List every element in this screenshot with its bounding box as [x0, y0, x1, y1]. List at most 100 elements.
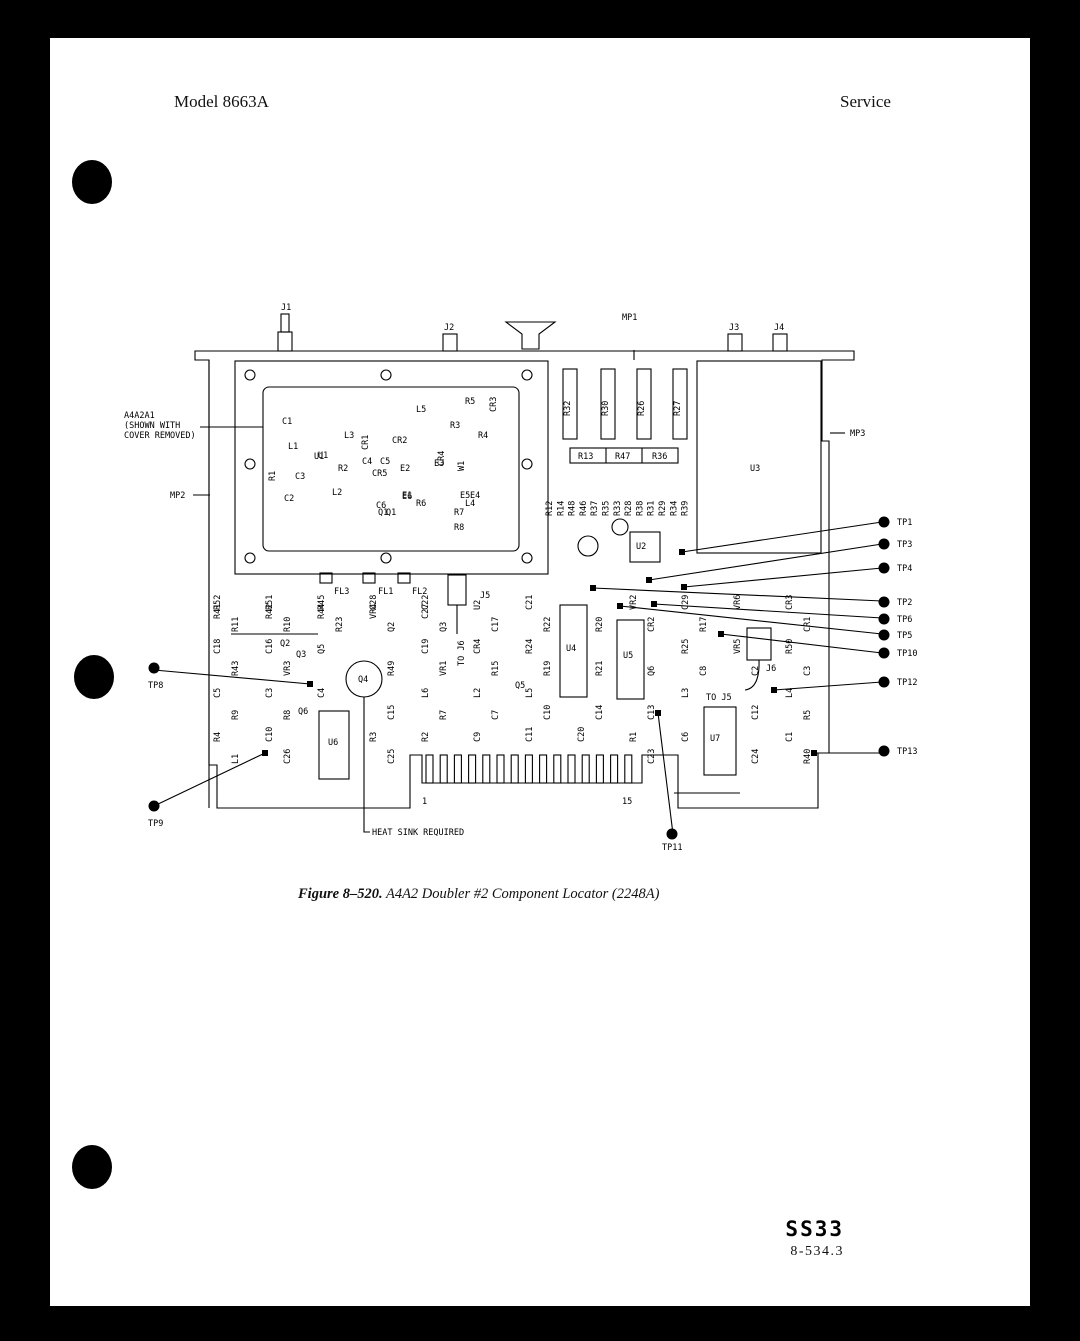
- transistor-label: Q3: [296, 650, 306, 660]
- transistor-label: Q5: [515, 681, 525, 691]
- component-label: R28: [624, 501, 634, 516]
- test-point-pad: [651, 601, 657, 607]
- component-label: R46: [579, 501, 589, 516]
- ic-label: U1: [314, 452, 324, 462]
- edge-connector-finger: [496, 754, 505, 784]
- component-label: R17: [699, 617, 709, 632]
- connector-label: J6: [766, 664, 776, 674]
- component-label: R51: [265, 595, 275, 610]
- component-label: R5: [803, 710, 813, 720]
- edge-connector-finger: [453, 754, 462, 784]
- resistor-label: R47: [615, 452, 630, 462]
- test-point-label: TP1: [897, 518, 912, 528]
- component-label: Q5: [317, 644, 327, 654]
- test-point-pad: [307, 681, 313, 687]
- component-label: CR2: [647, 617, 657, 632]
- component-label: VR2: [629, 595, 639, 610]
- resistor-label: R26: [637, 401, 647, 416]
- edge-connector-finger: [610, 754, 619, 784]
- edge-connector-finger: [567, 754, 576, 784]
- component-label: CR2: [392, 436, 407, 446]
- component-label: C20: [577, 727, 587, 742]
- component-label: R49: [387, 661, 397, 676]
- component-label: C2: [284, 494, 294, 504]
- component-label: R22: [543, 617, 553, 632]
- edge-pin-label: 15: [622, 797, 632, 807]
- resistor-label: R30: [601, 401, 611, 416]
- routing-note: TO J6: [457, 640, 467, 666]
- test-point-label: TP5: [897, 631, 912, 641]
- component-label: C3: [265, 688, 275, 698]
- edge-connector-finger: [439, 754, 448, 784]
- component-label: VR4: [369, 604, 379, 619]
- component-label: L4: [785, 688, 795, 698]
- test-point-pad: [771, 687, 777, 693]
- component-label: R25: [681, 639, 691, 654]
- edge-connector-finger: [468, 754, 477, 784]
- test-point-pad: [679, 549, 685, 555]
- test-point-label: TP4: [897, 564, 912, 574]
- component-label: Q2: [387, 622, 397, 632]
- test-point-pad: [590, 585, 596, 591]
- component-label: CR3: [489, 397, 499, 412]
- component-label: C6: [376, 501, 386, 511]
- component-label: CR4: [437, 451, 447, 466]
- component-label: R19: [543, 661, 553, 676]
- component-label: R24: [525, 639, 535, 654]
- transistor-label: Q1: [378, 508, 388, 518]
- component-label: C14: [595, 705, 605, 720]
- component-label: E6: [402, 492, 412, 502]
- component-label: R31: [647, 501, 657, 516]
- binder-hole: [72, 160, 112, 204]
- component-label: CR3: [785, 595, 795, 610]
- component-label: R4: [213, 732, 223, 742]
- ic-label: U6: [328, 738, 338, 748]
- transistor-label: Q4: [358, 675, 368, 685]
- test-point-label: TP11: [662, 843, 682, 853]
- connector-label: MP2: [170, 491, 185, 501]
- test-point-marker: [878, 745, 890, 757]
- heat-sink-note: HEAT SINK REQUIRED: [372, 828, 464, 838]
- component-label: R2: [421, 732, 431, 742]
- component-label: R39: [681, 501, 691, 516]
- component-label: L4: [465, 499, 475, 509]
- component-label: R10: [283, 617, 293, 632]
- test-point-pad: [811, 750, 817, 756]
- component-label: W1: [457, 461, 467, 471]
- component-label: R2: [338, 464, 348, 474]
- page-number: 8-534.3: [790, 1244, 844, 1259]
- component-label: R34: [669, 501, 679, 516]
- test-point-pad: [655, 710, 661, 716]
- component-label: CR1: [361, 435, 371, 450]
- component-label: C7: [491, 710, 501, 720]
- component-label: C8: [699, 666, 709, 676]
- component-label: C2: [751, 666, 761, 676]
- component-label: R21: [595, 661, 605, 676]
- assembly-note: COVER REMOVED): [124, 431, 196, 441]
- connector-label: MP3: [850, 429, 865, 439]
- component-label: C5: [380, 457, 390, 467]
- component-label: C5: [213, 688, 223, 698]
- component-label: VR3: [283, 661, 293, 676]
- edge-pin-label: 1: [422, 797, 427, 807]
- component-label: R8: [454, 523, 464, 533]
- test-point-marker: [878, 562, 890, 574]
- edge-connector-finger: [510, 754, 519, 784]
- edge-connector-finger: [425, 754, 434, 784]
- test-point-marker: [148, 800, 160, 812]
- component-label: C27: [421, 604, 431, 619]
- connector-label: J5: [480, 591, 490, 601]
- edge-connector-finger: [581, 754, 590, 784]
- component-label: C4: [362, 457, 372, 467]
- component-label: C29: [681, 595, 691, 610]
- component-label: C3: [803, 666, 813, 676]
- resistor-label: R27: [673, 401, 683, 416]
- component-label: C11: [525, 727, 535, 742]
- component-label: R11: [231, 617, 241, 632]
- component-label: R38: [635, 501, 645, 516]
- test-point-marker: [148, 662, 160, 674]
- component-label: R7: [439, 710, 449, 720]
- test-point-marker: [878, 538, 890, 550]
- component-label: E1: [402, 491, 412, 501]
- test-point-marker: [878, 516, 890, 528]
